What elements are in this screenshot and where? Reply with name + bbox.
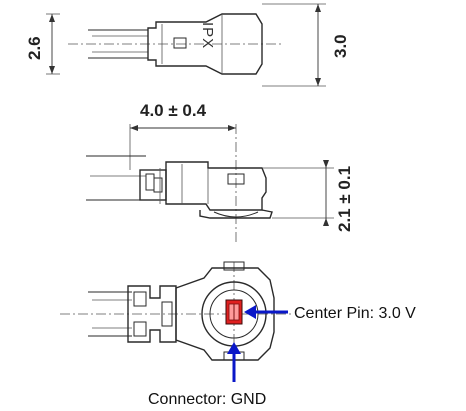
inner-ring [209,289,259,339]
dim-left-height: 2.6 [25,36,44,60]
dimension-arrow [323,218,329,226]
crimp-detail [153,177,163,193]
connector-body-side [165,161,267,211]
dimension-arrow [315,4,321,12]
pin-detail [227,173,245,185]
ring-tab [223,261,245,271]
center-window [173,37,187,49]
dim-mated-height: 2.1 ± 0.1 [335,166,354,232]
mating-foot [199,209,273,219]
dimension-arrow [323,160,329,168]
center-pin-label: Center Pin: 3.0 V [294,305,416,322]
crimp-detail [161,301,173,327]
ipx-marking: IPX [199,22,216,49]
dimension-arrow [228,125,236,131]
dim-right-height: 3.0 [331,34,350,58]
dim-width: 4.0 ± 0.4 [140,101,207,120]
dimension-arrow [49,66,55,74]
connector-body-bottom [175,267,275,361]
dimension-arrow [130,125,138,131]
crimp-tabs [127,285,177,343]
connector-label: Connector: GND [148,391,266,408]
crimp-detail [133,321,147,337]
crimp-detail [133,291,147,307]
top-view: IPX 2.6 3.0 [25,3,350,87]
side-view: 4.0 ± 0.4 2.1 ± 0.1 [86,101,354,244]
connector-body-top [147,13,263,75]
bottom-view: Center Pin: 3.0 V Connector: GND [60,261,416,408]
center-pin-arrowhead [244,305,256,319]
mating-curve [213,211,259,218]
dimension-arrow [49,14,55,22]
dimension-arrow [315,78,321,86]
connector-arrowhead [227,342,241,354]
crimp-detail [145,173,155,191]
